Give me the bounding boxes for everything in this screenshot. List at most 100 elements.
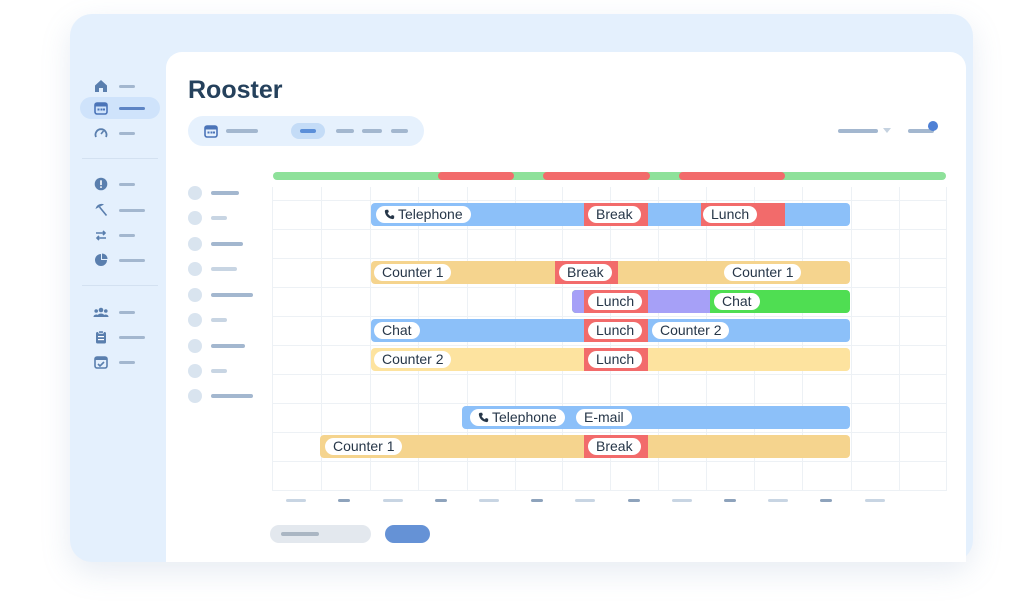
- beach-umbrella-icon: [93, 202, 109, 218]
- sidebar-item-label: [119, 310, 135, 314]
- coverage-gap: [543, 172, 650, 180]
- time-tick: [865, 499, 885, 502]
- settings-toggle-track[interactable]: [908, 129, 934, 133]
- coverage-gap: [679, 172, 785, 180]
- employee-row[interactable]: [188, 211, 258, 225]
- grid-column-line: [321, 187, 322, 491]
- activity-chip: E-mail: [576, 409, 632, 426]
- activity-chip: Break: [588, 206, 641, 223]
- activity-label: Lunch: [596, 351, 635, 367]
- employee-row[interactable]: [188, 313, 258, 327]
- time-tick: [479, 499, 499, 502]
- activity-label: Lunch: [596, 293, 635, 309]
- sidebar-item-home[interactable]: [80, 75, 160, 97]
- employee-row[interactable]: [188, 288, 258, 302]
- grid-row-line: [272, 200, 946, 201]
- employee-row[interactable]: [188, 389, 258, 403]
- employee-row[interactable]: [188, 262, 258, 276]
- time-tick: [628, 499, 640, 502]
- sidebar-item-tasks[interactable]: [80, 326, 160, 348]
- grid-row-line: [272, 461, 946, 462]
- activity-chip: Telephone: [376, 206, 471, 223]
- view-month-button[interactable]: [362, 129, 382, 133]
- sidebar-divider: [82, 285, 158, 286]
- sidebar-item-reports[interactable]: [80, 249, 160, 271]
- grid-row-line: [272, 229, 946, 230]
- cancel-button[interactable]: [270, 525, 371, 543]
- home-icon: [93, 78, 109, 94]
- view-select[interactable]: [838, 129, 878, 133]
- grid-row-line: [272, 316, 946, 317]
- employee-row[interactable]: [188, 339, 258, 353]
- avatar: [188, 389, 202, 403]
- sidebar-item-leave[interactable]: [80, 199, 160, 221]
- sidebar-item-label: [119, 208, 145, 212]
- avatar: [188, 211, 202, 225]
- sidebar-divider: [82, 158, 158, 159]
- activity-label: Telephone: [398, 206, 463, 222]
- grid-row-line: [272, 432, 946, 433]
- grid-column-line: [899, 187, 900, 491]
- avatar: [188, 288, 202, 302]
- activity-chip: Telephone: [470, 409, 565, 426]
- save-button[interactable]: [385, 525, 430, 543]
- employee-row[interactable]: [188, 364, 258, 378]
- grid-column-line: [851, 187, 852, 491]
- activity-label: Chat: [382, 322, 412, 338]
- sidebar-item-swaps[interactable]: [80, 224, 160, 246]
- avatar: [188, 186, 202, 200]
- date-range-label[interactable]: [226, 129, 258, 133]
- notification-dot[interactable]: [928, 121, 938, 131]
- employee-name: [211, 242, 243, 246]
- other-block[interactable]: [572, 290, 584, 313]
- pie-chart-icon: [93, 252, 109, 268]
- employee-row[interactable]: [188, 186, 258, 200]
- employee-name: [211, 293, 253, 297]
- team-icon: [93, 304, 109, 320]
- activity-label: Lunch: [596, 322, 635, 338]
- activity-label: Chat: [722, 293, 752, 309]
- sidebar-item-calendar[interactable]: [80, 97, 160, 119]
- employee-name: [211, 216, 227, 220]
- sidebar-item-dashboard[interactable]: [80, 122, 160, 144]
- avatar: [188, 313, 202, 327]
- activity-chip: Counter 1: [325, 438, 403, 455]
- time-tick: [286, 499, 306, 502]
- phone-icon: [384, 209, 395, 220]
- activity-chip: Counter 1: [724, 264, 802, 281]
- date-toolbar: [188, 116, 424, 146]
- activity-chip: Counter 2: [652, 322, 730, 339]
- time-tick: [724, 499, 736, 502]
- sidebar: [70, 14, 166, 562]
- activity-label: Counter 1: [382, 264, 444, 280]
- employee-name: [211, 318, 227, 322]
- avatar: [188, 237, 202, 251]
- grid-row-line: [272, 258, 946, 259]
- grid-row-line: [272, 374, 946, 375]
- time-tick: [820, 499, 832, 502]
- activity-label: E-mail: [584, 409, 624, 425]
- grid-row-line: [272, 490, 946, 491]
- activity-label: Counter 1: [732, 264, 794, 280]
- calendar-icon[interactable]: [204, 124, 218, 143]
- employee-name: [211, 344, 245, 348]
- sidebar-item-team[interactable]: [80, 301, 160, 323]
- time-tick: [435, 499, 447, 502]
- employee-name: [211, 191, 239, 195]
- grid-column-line: [946, 187, 947, 491]
- sidebar-item-alerts[interactable]: [80, 173, 160, 195]
- sidebar-item-approvals[interactable]: [80, 351, 160, 373]
- coverage-gap: [438, 172, 514, 180]
- view-week-button[interactable]: [336, 129, 354, 133]
- avatar: [188, 262, 202, 276]
- view-year-button[interactable]: [391, 129, 408, 133]
- other-block[interactable]: [648, 290, 710, 313]
- chevron-down-icon[interactable]: [883, 128, 891, 133]
- grid-column-line: [272, 187, 273, 491]
- sidebar-item-label: [119, 360, 135, 364]
- activity-label: Break: [567, 264, 604, 280]
- activity-label: Lunch: [711, 206, 750, 222]
- avatar: [188, 339, 202, 353]
- employee-row[interactable]: [188, 237, 258, 251]
- view-day-button[interactable]: [291, 123, 325, 139]
